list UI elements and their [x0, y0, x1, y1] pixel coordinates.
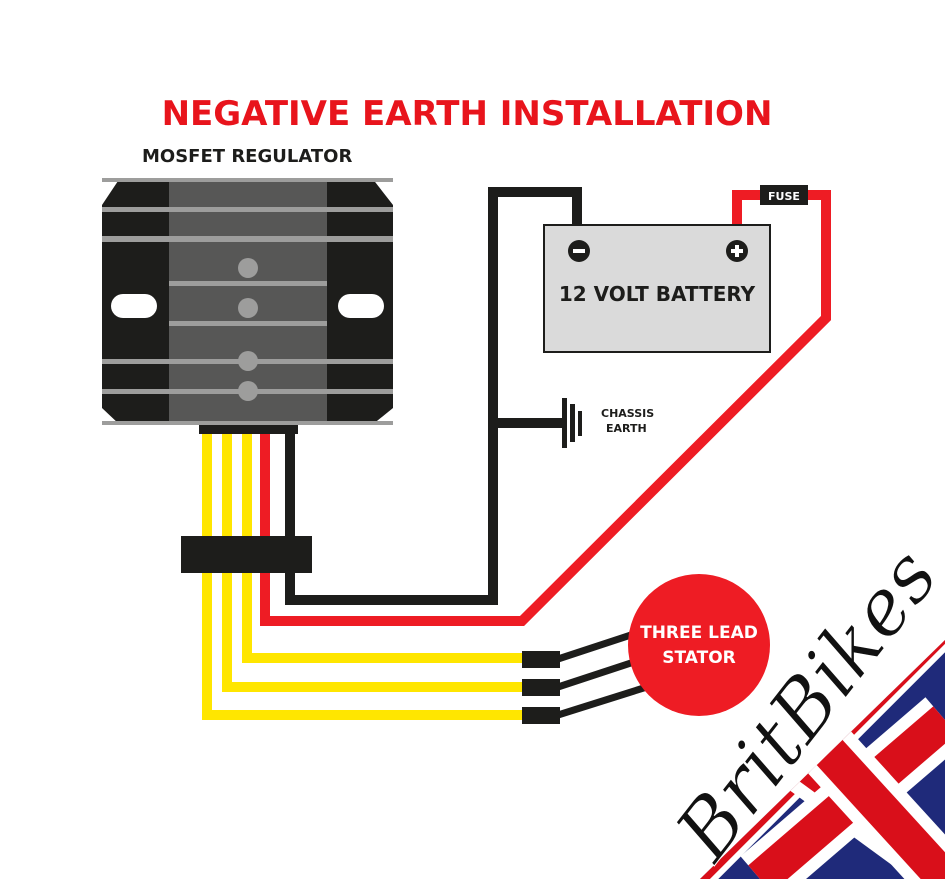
heatsink-fin: [102, 207, 393, 212]
mounting-slot-left: [111, 294, 157, 318]
heatsink-fin: [169, 321, 327, 326]
stator-connector: [522, 651, 560, 668]
yellow-wires: [202, 430, 525, 720]
stator-label-line2: STATOR: [662, 648, 736, 668]
regulator-terminal: [238, 351, 258, 371]
chassis-earth-icon: [562, 398, 582, 448]
red-positive-wire: [260, 190, 831, 626]
fuse: FUSE: [760, 185, 808, 205]
regulator-label: MOSFET REGULATOR: [142, 146, 352, 167]
yellow-wire-3: [202, 430, 525, 720]
red-fuse-to-battery-wire: [732, 190, 765, 225]
yellow-wire-2: [222, 430, 525, 692]
yellow-wire-1: [242, 430, 525, 663]
stator-leads: [556, 628, 652, 719]
diagram-title: NEGATIVE EARTH INSTALLATION: [162, 94, 773, 134]
three-lead-stator: [628, 574, 770, 716]
chassis-earth-label-line1: CHASSIS: [601, 407, 654, 420]
heatsink-fin: [169, 281, 327, 286]
battery: 12 VOLT BATTERY: [543, 224, 771, 353]
fuse-body: [760, 185, 808, 205]
regulator-connector-plug: [181, 536, 312, 573]
fuse-label: FUSE: [768, 190, 800, 203]
chassis-earth-label-line2: EARTH: [606, 422, 647, 435]
regulator-cable-gland: [199, 425, 298, 434]
battery-label: 12 VOLT BATTERY: [559, 282, 756, 306]
regulator-terminal: [238, 298, 258, 318]
stator-label-line1: THREE LEAD: [640, 623, 758, 643]
stator-connector: [522, 679, 560, 696]
mosfet-regulator: [102, 178, 393, 434]
stator-connector: [522, 707, 560, 724]
mounting-slot-right: [338, 294, 384, 318]
regulator-terminal: [238, 381, 258, 401]
regulator-terminal: [238, 258, 258, 278]
stator-connectors: [522, 651, 560, 724]
